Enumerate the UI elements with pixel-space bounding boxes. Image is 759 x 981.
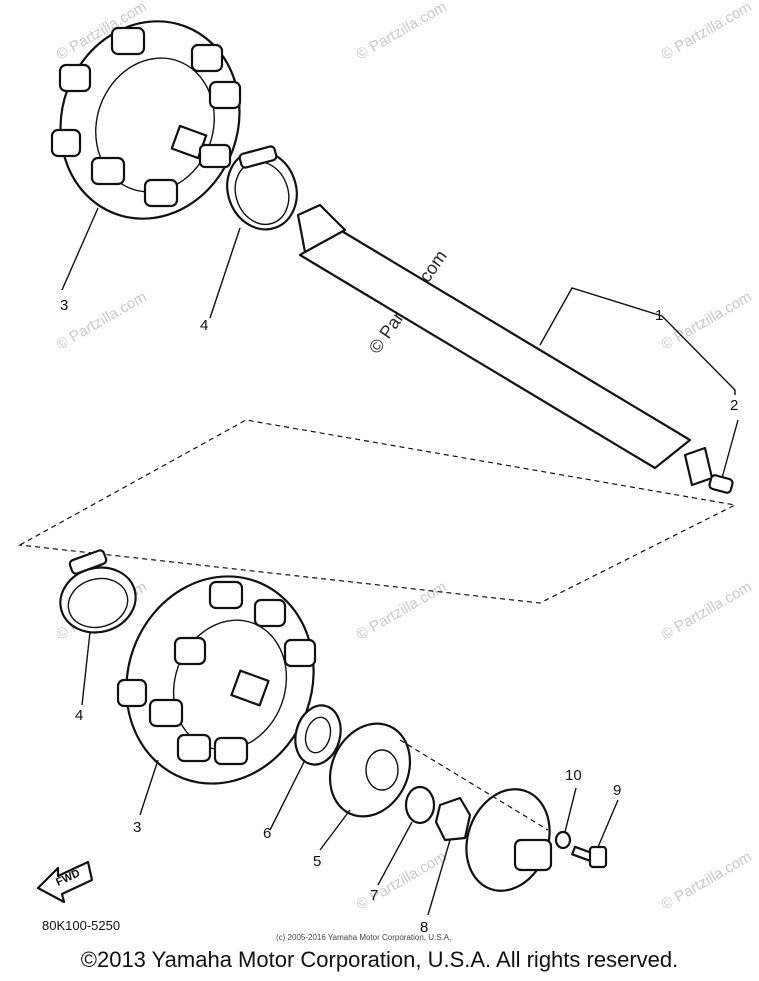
- assembly-outline: [18, 419, 737, 604]
- callout-10: 10: [565, 767, 582, 784]
- washer: [404, 785, 436, 825]
- drive-shaft: [296, 203, 714, 487]
- bolt: [571, 845, 608, 869]
- callout-4: 4: [200, 317, 208, 334]
- watermark-text: © Partzilla.com: [354, 848, 450, 913]
- callouts: 3 4 1 2 4 3 6 5 7 8 10 9: [60, 297, 738, 936]
- lock-washer: [554, 830, 572, 850]
- callout-4: 4: [75, 707, 83, 724]
- callout-9: 9: [613, 782, 621, 799]
- watermark-text: © Partzilla.com: [354, 578, 450, 643]
- watermark-text: © Partzilla.com: [354, 0, 450, 63]
- bearing: [294, 704, 342, 766]
- callout-6: 6: [263, 825, 271, 842]
- fwd-arrow-icon: FWD: [36, 860, 94, 904]
- hose-clamp-upper: [226, 145, 298, 231]
- bearing-housing: [465, 788, 553, 892]
- watermark-text: © Partzilla.com: [659, 288, 755, 353]
- small-copyright: (c) 2005-2016 Yamaha Motor Corporation, …: [276, 933, 451, 942]
- callout-7: 7: [370, 887, 378, 904]
- leader-lines: [61, 207, 739, 916]
- flange-plate: [328, 722, 412, 818]
- callout-5: 5: [313, 853, 321, 870]
- assembly-line: [399, 739, 549, 831]
- watermark-text: © Partzilla.com: [659, 0, 755, 63]
- callout-3: 3: [133, 819, 141, 836]
- callout-3: 3: [60, 297, 68, 314]
- hose-clamp-lower: [59, 549, 137, 634]
- watermark-text: © Partzilla.com: [659, 848, 755, 913]
- callout-1: 1: [655, 307, 663, 324]
- callout-8: 8: [420, 919, 428, 936]
- sprocket-lower: [116, 575, 317, 785]
- callout-2: 2: [730, 397, 738, 414]
- copyright-footer: ©2013 Yamaha Motor Corporation, U.S.A. A…: [80, 947, 679, 972]
- part-code: 80K100-5250: [42, 918, 120, 933]
- watermark-text: © Partzilla.com: [659, 578, 755, 643]
- sprocket-upper: [50, 20, 242, 220]
- shaft-plug: [708, 474, 734, 494]
- nut: [434, 796, 472, 842]
